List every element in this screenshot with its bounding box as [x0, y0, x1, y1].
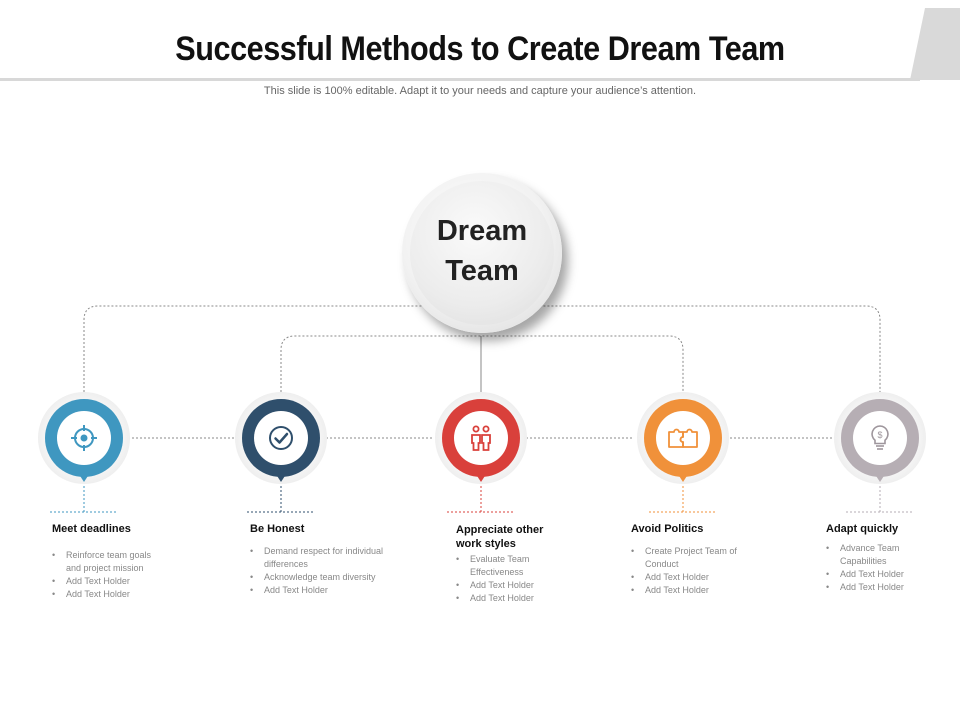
list-item: Acknowledge team diversity — [250, 571, 385, 584]
item-list-meet-deadlines: Reinforce team goals and project mission… — [52, 549, 162, 601]
item-list-be-honest: Demand respect for individual difference… — [250, 545, 385, 597]
list-item: Add Text Holder — [826, 581, 926, 594]
lightbulb-icon: $ — [871, 425, 889, 450]
list-item: Add Text Holder — [631, 584, 741, 597]
node-meet-deadlines — [38, 392, 130, 484]
list-item: Evaluate Team Effectiveness — [456, 553, 546, 579]
list-item: Add Text Holder — [52, 588, 162, 601]
list-item: Create Project Team of Conduct — [631, 545, 741, 571]
item-title-adapt-quickly: Adapt quickly — [826, 523, 899, 535]
dream-team-hub: Dream Team — [402, 173, 562, 333]
node-be-honest — [235, 392, 327, 484]
node-avoid-politics — [637, 392, 729, 484]
item-title-meet-deadlines: Meet deadlines — [52, 523, 131, 535]
item-title-avoid-politics: Avoid Politics — [631, 523, 704, 535]
svg-text:$: $ — [877, 430, 882, 440]
title-underline — [0, 78, 920, 81]
target-icon — [71, 425, 97, 451]
list-item: Add Text Holder — [52, 575, 162, 588]
item-list-avoid-politics: Create Project Team of Conduct Add Text … — [631, 545, 741, 597]
two-people-icon — [471, 425, 491, 451]
item-list-adapt-quickly: Advance Team Capabilities Add Text Holde… — [826, 542, 926, 594]
node-appreciate-styles — [435, 392, 527, 484]
list-item: Add Text Holder — [250, 584, 385, 597]
title-bar — [0, 0, 960, 81]
checkmark-icon — [269, 426, 293, 450]
inner-connector — [280, 335, 684, 392]
outer-connector — [83, 305, 881, 392]
node-adapt-quickly: $ — [834, 392, 926, 484]
page-subtitle: This slide is 100% editable. Adapt it to… — [263, 85, 697, 97]
list-item: Demand respect for individual difference… — [250, 545, 385, 571]
page-title: Successful Methods to Create Dream Team — [175, 30, 785, 68]
item-list-appreciate-styles: Evaluate Team Effectiveness Add Text Hol… — [456, 553, 546, 605]
list-item: Add Text Holder — [456, 592, 546, 605]
list-item: Add Text Holder — [456, 579, 546, 592]
item-title-appreciate-styles: Appreciate other work styles — [456, 524, 544, 550]
list-item: Advance Team Capabilities — [826, 542, 926, 568]
item-title-be-honest: Be Honest — [250, 523, 305, 535]
puzzle-icon — [668, 428, 698, 448]
list-item: Reinforce team goals and project mission — [52, 549, 162, 575]
list-item: Add Text Holder — [631, 571, 741, 584]
hub-label: Dream Team — [436, 215, 528, 287]
list-item: Add Text Holder — [826, 568, 926, 581]
